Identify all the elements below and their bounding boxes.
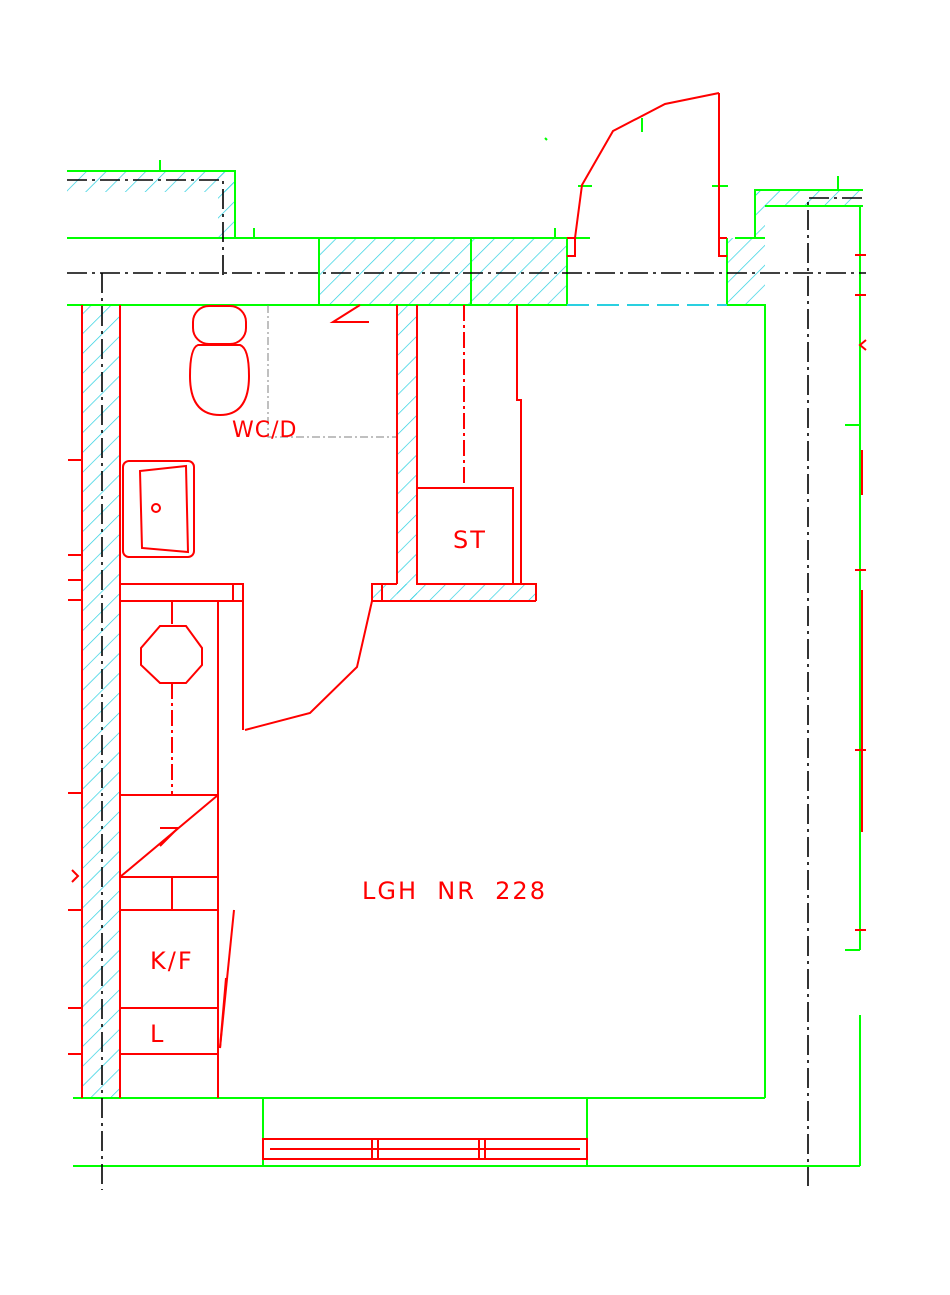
left-exterior-wall-hatch bbox=[82, 305, 120, 1098]
entrance-door-swing bbox=[574, 92, 720, 239]
room-labels: WC/D ST LGH NR 228 K/F L bbox=[150, 418, 547, 1048]
stove-burner bbox=[140, 625, 203, 684]
door-jamb-wall-hatch bbox=[471, 238, 567, 305]
label-wc-d: WC/D bbox=[232, 418, 297, 443]
st-bottom-wall-hatch bbox=[372, 584, 536, 601]
top-left-wall-hatch-vertical bbox=[218, 172, 235, 238]
center-wall-hatch bbox=[319, 238, 471, 305]
top-left-wall-hatch bbox=[67, 172, 235, 192]
toilet-bowl bbox=[188, 344, 251, 417]
top-right-wall-hatch-vertical bbox=[755, 190, 765, 238]
label-apartment-number: LGH NR 228 bbox=[362, 877, 547, 905]
fixtures bbox=[68, 92, 867, 1160]
label-st: ST bbox=[453, 526, 487, 554]
label-kf: K/F bbox=[150, 947, 194, 975]
label-l: L bbox=[150, 1020, 165, 1048]
axis-lines bbox=[67, 179, 866, 1190]
wall-outlines bbox=[67, 118, 863, 1167]
right-jamb-wall-hatch bbox=[727, 238, 765, 305]
bathroom-door-swing bbox=[244, 600, 373, 731]
washbasin bbox=[122, 460, 195, 558]
window bbox=[262, 1138, 588, 1160]
wc-partition-hatch bbox=[397, 305, 417, 600]
washbasin-drain bbox=[151, 503, 161, 513]
shower-outline-hidden bbox=[267, 305, 397, 438]
toilet-tank bbox=[192, 305, 247, 345]
